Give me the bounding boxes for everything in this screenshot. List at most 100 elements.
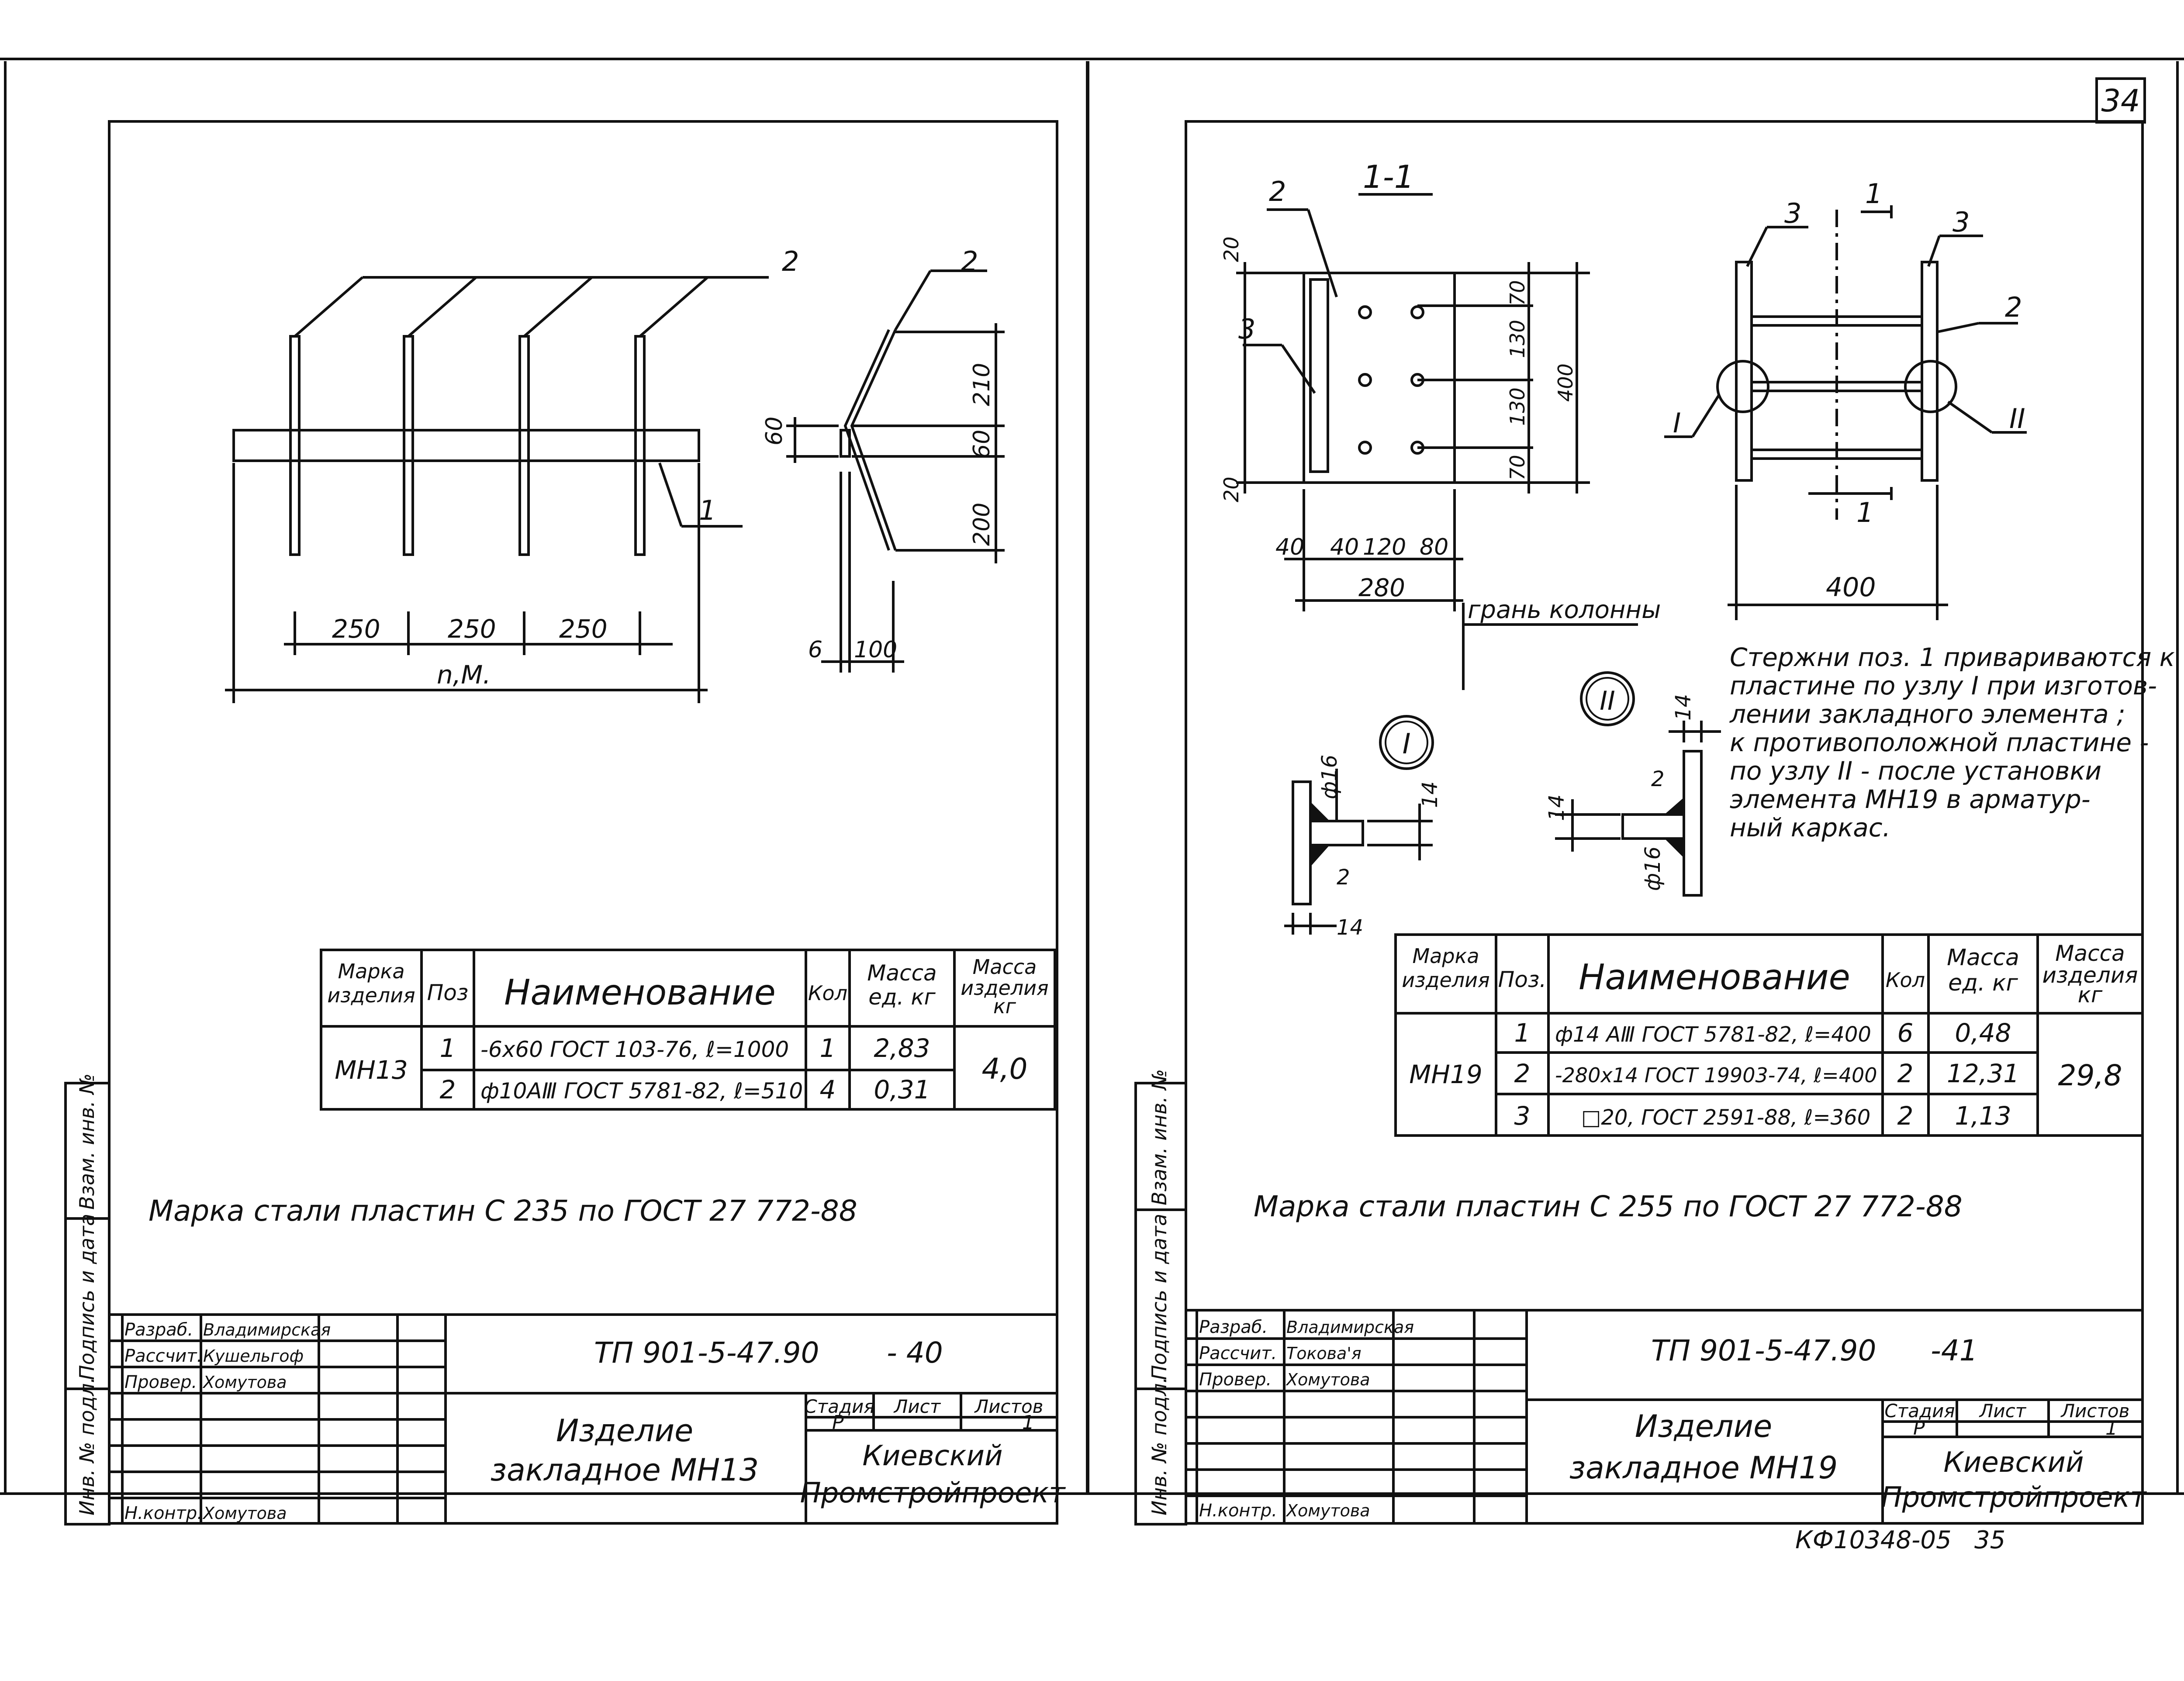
dim-label: 6 [808,637,822,663]
dim-label: 14 [1671,694,1696,721]
sheets-header: Листов [2060,1400,2130,1422]
stage-header: Стадия [1884,1400,1955,1422]
note-line: по узлу II - после установки [1730,756,2101,786]
name-cell: ф10АⅢ ГОСТ 5781-82, ℓ=510 [480,1078,803,1104]
th-name: Наименование [504,972,776,1013]
assembly-notes: Стержни поз. 1 привариваются к пластине … [1729,642,2175,842]
th-name: Наименование [1579,957,1850,998]
sheet-ref: - 40 [887,1336,943,1370]
role-label: Рассчит. [124,1346,202,1366]
leader-label: 1 [1865,178,1882,210]
note-line: к противоположной пластине - [1730,728,2149,757]
leader-label: 3 [1238,313,1255,345]
pos-cell: 3 [1514,1101,1531,1131]
page-number: 34 [2101,83,2140,119]
overall-dim-label: n,M. [437,660,491,690]
sheets-value: 1 [1022,1412,1034,1434]
detail-node-1: I ф16 14 2 14 [1284,715,1442,940]
th-qty: Кол [808,981,847,1005]
title-line1: Изделие [556,1413,693,1449]
sheets-header: Листов [974,1396,1044,1417]
archive-code: КФ10348-05 [1795,1526,1952,1554]
plate-strip [232,429,700,462]
name-cell: ф14 АⅢ ГОСТ 5781-82, ℓ=400 [1555,1022,1871,1047]
doc-code: ТП 901-5-47.90 [594,1336,819,1370]
dim-label: 130 [1506,320,1529,358]
stage-value: Р [832,1412,844,1434]
org-line1: Киевский [862,1440,1002,1472]
name-cell: -6х60 ГОСТ 103-76, ℓ=1000 [480,1037,789,1062]
pos-cell: 2 [1514,1059,1531,1088]
role-label: Разраб. [1199,1317,1268,1337]
name-cell: □20, ГОСТ 2591-88, ℓ=360 [1581,1105,1870,1130]
th-pos: Поз [427,980,469,1005]
role-label: Рассчит. [1199,1343,1277,1363]
detail-node-2: II 2 14 14 ф16 [1545,671,1721,897]
title-line2: закладное МН13 [491,1452,759,1488]
stage-value: Р [1913,1417,1925,1439]
dim-label: 2 [1651,767,1665,791]
dim-label: 70 [1506,280,1529,306]
sheet-header: Лист [893,1396,941,1417]
dim-label: 40 [1275,534,1304,560]
stage-header: Стадия [804,1396,874,1417]
dim-label: 400 [1554,363,1577,402]
total-mass-cell: 29,8 [2058,1059,2122,1092]
dim-label: 280 [1358,574,1405,602]
leader-label: 1 [1856,497,1873,528]
name-label: Хомутова [1286,1370,1370,1389]
side-label: Взам. инв. № [75,1073,99,1210]
dim-label: 60 [761,417,788,445]
qty-cell: 2 [1897,1101,1914,1131]
name-label: Кушельгоф [203,1346,304,1366]
org-line2: Промстройпроект [800,1477,1066,1509]
dim-label: 100 [854,637,897,663]
note-line: Стержни поз. 1 привариваются к [1730,642,2175,672]
column-edge-label: грань колонны [1468,596,1661,624]
left-plan-drawing: 2 1 250 250 250 n,M. [225,245,799,703]
section-label: 1-1 [1363,159,1414,195]
side-label: Подпись и дата [1147,1214,1171,1380]
dim-label: 20 [1220,236,1243,262]
mass-cell: 0,31 [874,1075,930,1105]
name-label: Хомутова [202,1373,287,1392]
dim-label: 2 [1337,865,1350,890]
dim-label: 14 [1545,794,1569,821]
leader-1-label: 1 [699,494,716,526]
left-title-block: Разраб. Рассчит. Провер. Н.контр. Владим… [108,1313,1066,1525]
left-side-strip: Инв. № подл. Подпись и дата Взам. инв. № [64,1073,111,1526]
dim-label: 250 [448,614,496,644]
name-label: Владимирская [1286,1318,1414,1337]
mass-cell: 2,83 [874,1033,930,1063]
note-line: ный каркас. [1730,813,1890,842]
org-line2: Промстройпроект [1881,1481,2147,1514]
dim-label: ф16 [1317,755,1342,799]
page-number-box [2095,77,2146,124]
role-label: Н.контр. [124,1503,203,1523]
dim-label: 60 [969,430,995,459]
steel-grade-note: Марка стали пластин С 235 по ГОСТ 27 772… [149,1194,857,1228]
side-label: Взам. инв. № [1147,1069,1171,1205]
side-label: Подпись и дата [75,1214,99,1380]
dim-label: 14 [1337,915,1363,940]
org-line1: Киевский [1943,1446,2084,1479]
dim-label: 250 [559,614,608,644]
dim-label: 200 [969,503,995,546]
right-title-block: Разраб. Рассчит. Провер. Н.контр. Владим… [1185,1309,2147,1525]
role-label: Провер. [1199,1370,1272,1390]
pos-cell: 1 [440,1033,456,1063]
archive-sheet: 35 [1974,1526,2005,1554]
dim-label: 130 [1506,387,1529,426]
dim-label: 80 [1420,534,1448,560]
mass-cell: 1,13 [1955,1101,2011,1131]
note-line: элемента МН19 в арматур- [1730,784,2091,814]
side-label: Инв. № подл. [1147,1377,1171,1515]
qty-cell: 6 [1897,1018,1914,1048]
name-label: Владимирская [203,1320,331,1339]
